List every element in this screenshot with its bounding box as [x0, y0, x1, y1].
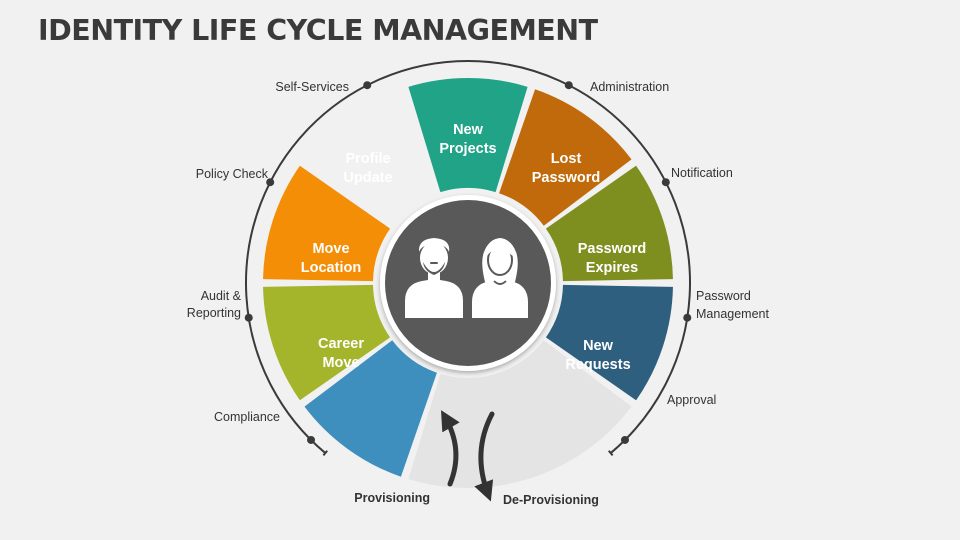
segment-7 [263, 165, 391, 282]
segment-7-label-b: Update [343, 170, 392, 186]
label-password-mgmt-line1: Password [696, 289, 751, 303]
ring-dot-1 [363, 81, 372, 90]
segment-5-label-a: Career [318, 336, 364, 352]
segment-1-label-a: New [453, 122, 484, 138]
ring-dot-5 [620, 435, 629, 444]
segment-6 [263, 284, 391, 401]
segment-2 [499, 89, 632, 226]
label-audit-line1: Audit & [201, 289, 242, 303]
ring-dot-4 [683, 313, 692, 322]
label-deprovisioning: De-Provisioning [503, 493, 599, 507]
ring-dot-8 [307, 435, 316, 444]
man-icon [405, 238, 463, 318]
provisioning-arrow [441, 410, 460, 487]
segment-labels: New Projects Lost Password Password Expi… [301, 122, 646, 373]
ring-dot-2 [564, 81, 573, 90]
ring-dot-6 [266, 178, 275, 187]
woman-icon [472, 238, 528, 318]
outer-ring [244, 60, 692, 457]
segment-5 [304, 340, 437, 477]
segment-3-label-a: Password [578, 241, 647, 257]
segment-7-label-a: Profile [345, 151, 390, 167]
segment-4-label-a: New [583, 338, 614, 354]
deprovisioning-arrow [474, 411, 495, 502]
label-password-mgmt-line2: Management [696, 307, 769, 321]
label-policy-check: Policy Check [196, 167, 269, 181]
ring-end-tick-left [322, 450, 328, 457]
page-title: IDENTITY LIFE CYCLE MANAGEMENT [38, 14, 598, 47]
segment-4-label-b: Requests [565, 357, 630, 373]
segment-2-label-a: Lost [551, 151, 582, 167]
segment-6-label-a: Move [312, 241, 349, 257]
segment-1 [408, 78, 528, 193]
segment-5-label-b: Move [322, 355, 359, 371]
label-self-services: Self-Services [275, 80, 349, 94]
segment-6-label-b: Location [301, 260, 361, 276]
provisioning-arrows [441, 410, 495, 502]
segment-2-label-b: Password [532, 170, 601, 186]
label-provisioning: Provisioning [354, 491, 430, 505]
lifecycle-gray-band [408, 340, 632, 488]
segment-3 [545, 165, 673, 282]
outer-ring-arc [245, 60, 691, 454]
ring-dot-3 [661, 178, 670, 187]
label-compliance: Compliance [214, 410, 280, 424]
outer-labels: Self-Services Administration Policy Chec… [187, 80, 770, 424]
label-notification: Notification [671, 166, 733, 180]
label-audit-line2: Reporting [187, 306, 241, 320]
segment-1-label-b: Projects [439, 141, 496, 157]
segment-4 [545, 284, 673, 401]
segments-group [263, 78, 673, 477]
label-administration: Administration [590, 80, 669, 94]
ring-end-tick-right [608, 450, 614, 457]
label-approval: Approval [667, 393, 716, 407]
segment-3-label-b: Expires [586, 260, 638, 276]
ring-dot-7 [244, 313, 253, 322]
center-disc [385, 200, 551, 366]
